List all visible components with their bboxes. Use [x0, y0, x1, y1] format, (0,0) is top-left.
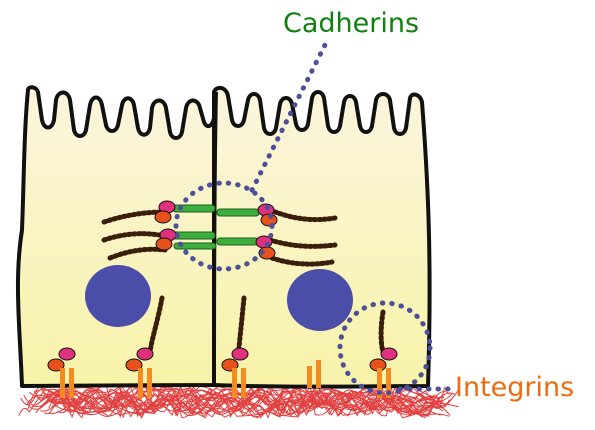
- integrins-label: Integrins: [455, 374, 574, 401]
- extracellular-matrix: [19, 386, 460, 418]
- right-cell: [214, 88, 430, 387]
- nucleus-right: [287, 269, 353, 331]
- nucleus-left: [85, 265, 151, 327]
- cadherins-label: Cadherins: [283, 10, 419, 37]
